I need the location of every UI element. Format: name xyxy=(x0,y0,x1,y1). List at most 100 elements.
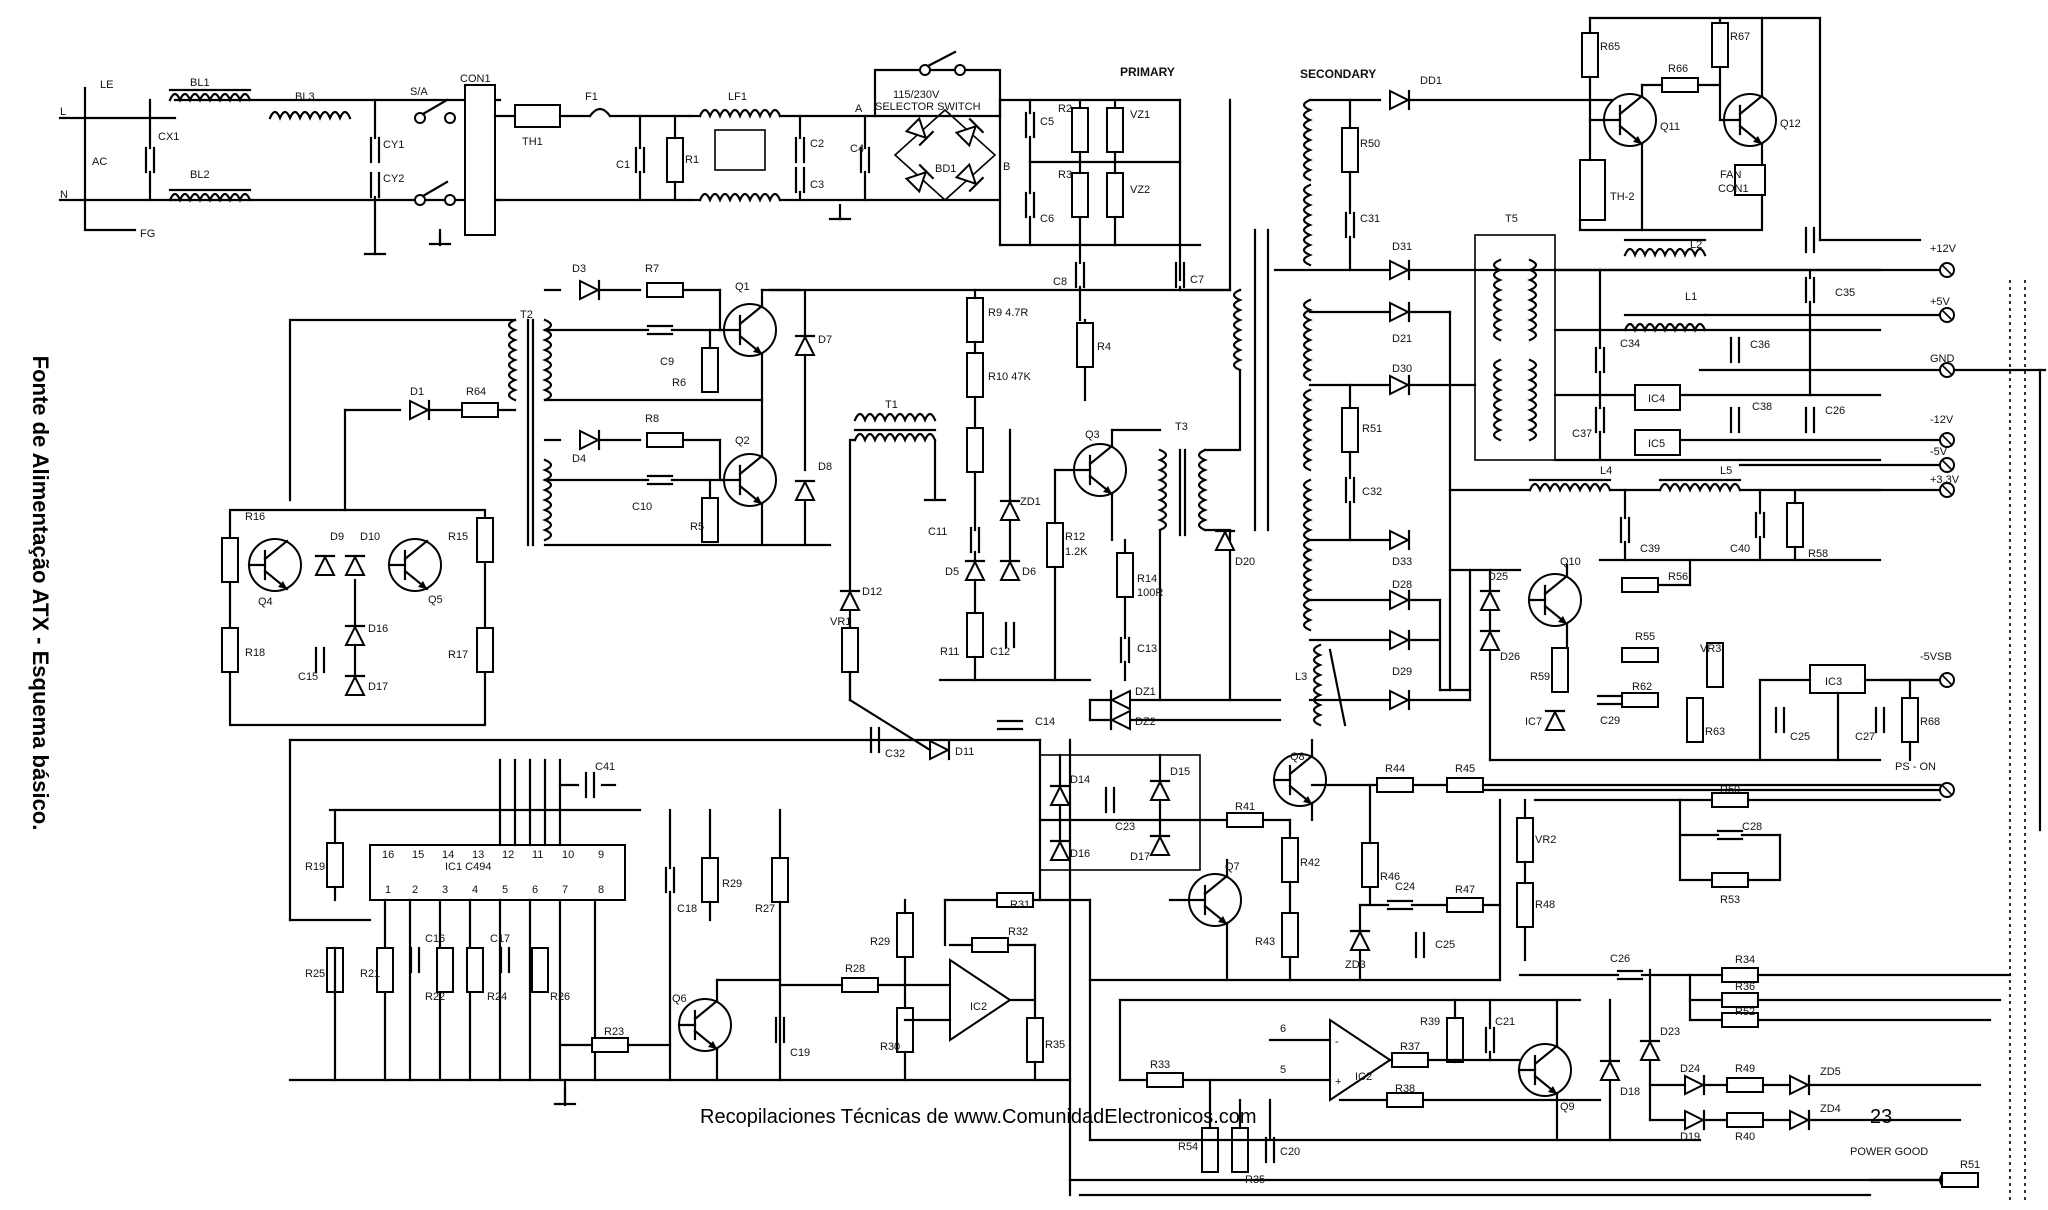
label-con1: CON1 xyxy=(460,73,491,85)
label-l5: L5 xyxy=(1720,465,1732,477)
label-out-neg5v: -5V xyxy=(1930,446,1948,458)
label-r35b: R35 xyxy=(1245,1174,1265,1186)
label-r16: R16 xyxy=(245,511,265,523)
pin-5: 5 xyxy=(502,884,508,896)
label-d25: D25 xyxy=(1488,571,1508,583)
label-out-neg12v: -12V xyxy=(1930,414,1954,426)
label-r45: R45 xyxy=(1455,763,1475,775)
label-c11: C11 xyxy=(928,526,947,538)
label-c23: C23 xyxy=(1115,821,1135,833)
label-d12: D12 xyxy=(862,586,882,598)
label-r34: R34 xyxy=(1735,954,1755,966)
label-q4: Q4 xyxy=(258,596,273,608)
page-number: 23 xyxy=(1870,1106,1893,1128)
label-c1: C1 xyxy=(616,159,630,171)
label-c26b: C26 xyxy=(1610,953,1630,965)
label-secondary: SECONDARY xyxy=(1300,67,1376,81)
label-t5: T5 xyxy=(1505,213,1518,225)
label-c2: C2 xyxy=(810,138,824,150)
label-d5: D5 xyxy=(945,566,959,578)
label-selector: SELECTOR SWITCH xyxy=(875,101,981,113)
label-dz2: DZ2 xyxy=(1135,716,1156,728)
label-c3: C3 xyxy=(810,179,824,191)
primary-section xyxy=(221,98,1282,761)
label-r8: R8 xyxy=(645,413,659,425)
label-c14: C14 xyxy=(1035,716,1055,728)
label-ic7: IC7 xyxy=(1525,716,1542,728)
label-d24: D24 xyxy=(1680,1063,1700,1075)
label-cy1: CY1 xyxy=(383,139,404,151)
pin-1: 1 xyxy=(385,884,391,896)
label-ac: AC xyxy=(92,156,107,168)
label-d4: D4 xyxy=(572,453,586,465)
label-r19: R19 xyxy=(305,861,325,873)
label-d11: D11 xyxy=(955,746,974,758)
label-d18: D18 xyxy=(1620,1086,1640,1098)
label-r51b: R51 xyxy=(1960,1159,1980,1171)
label-l1: L1 xyxy=(1685,291,1697,303)
label-zd1: ZD1 xyxy=(1020,496,1041,508)
label-c10: C10 xyxy=(632,501,652,513)
label-zd5: ZD5 xyxy=(1820,1066,1841,1078)
label-r24: R24 xyxy=(487,991,507,1003)
label-r26: R26 xyxy=(550,991,570,1003)
label-r2: R2 xyxy=(1058,103,1072,115)
label-q7: Q7 xyxy=(1225,861,1240,873)
pin-14: 14 xyxy=(442,849,454,861)
pin-10: 10 xyxy=(562,849,574,861)
label-t1: T1 xyxy=(885,399,898,411)
label-c26: C26 xyxy=(1825,405,1845,417)
label-r33: R33 xyxy=(1150,1059,1170,1071)
label-r51: R51 xyxy=(1362,423,1382,435)
label-c12: C12 xyxy=(990,646,1010,658)
label-vr3: VR3 xyxy=(1700,643,1721,655)
label-d15: D15 xyxy=(1170,766,1190,778)
label-r11: R11 xyxy=(940,646,959,658)
label-q2: Q2 xyxy=(735,435,750,447)
label-earth: FG xyxy=(140,228,155,240)
label-d16: D16 xyxy=(368,623,388,635)
label-r44: R44 xyxy=(1385,763,1405,775)
label-node-a: A xyxy=(855,103,863,115)
label-c4: C4 xyxy=(850,143,864,155)
label-q8: Q8 xyxy=(1290,751,1305,763)
label-r56: R56 xyxy=(1668,571,1688,583)
label-c29: C29 xyxy=(1600,715,1620,727)
label-r14: R14 xyxy=(1137,573,1157,585)
label-r29: R29 xyxy=(870,936,890,948)
label-c9: C9 xyxy=(660,356,674,368)
label-q12: Q12 xyxy=(1780,118,1801,130)
label-cx1: CX1 xyxy=(158,131,179,143)
pin-7: 7 xyxy=(562,884,568,896)
label-r28: R29 xyxy=(722,878,742,890)
label-r10: R10 47K xyxy=(988,371,1031,383)
label-d7: D7 xyxy=(818,334,832,346)
label-r1: R1 xyxy=(685,154,699,166)
label-bl1: BL1 xyxy=(190,77,210,89)
label-c32b: C32 xyxy=(1362,486,1382,498)
label-c16: C16 xyxy=(425,933,445,945)
label-r17: R17 xyxy=(448,649,468,661)
label-th2: TH-2 xyxy=(1610,191,1634,203)
label-dz1: DZ1 xyxy=(1135,686,1156,698)
pin-3: 3 xyxy=(442,884,448,896)
label-r7: R7 xyxy=(645,263,659,275)
label-d19: D19 xyxy=(1680,1131,1700,1143)
label-d29: D29 xyxy=(1392,666,1412,678)
label-r23: R23 xyxy=(604,1026,624,1038)
label-dd1: DD1 xyxy=(1420,75,1442,87)
label-r5: R5 xyxy=(690,521,704,533)
label-c25b: C25 xyxy=(1435,939,1455,951)
label-r21: R21 xyxy=(360,968,380,980)
label-bd1: BD1 xyxy=(935,163,956,175)
label-q5: Q5 xyxy=(428,594,443,606)
label-r12v: 1.2K xyxy=(1065,546,1088,558)
label-d14: D14 xyxy=(1070,774,1090,786)
label-r54: R54 xyxy=(1178,1141,1198,1153)
label-c6: C6 xyxy=(1040,213,1054,225)
label-r14v: 100R xyxy=(1137,587,1163,599)
label-c39: C39 xyxy=(1640,543,1660,555)
label-l3: L3 xyxy=(1295,671,1307,683)
label-r49: R49 xyxy=(1735,1063,1755,1075)
